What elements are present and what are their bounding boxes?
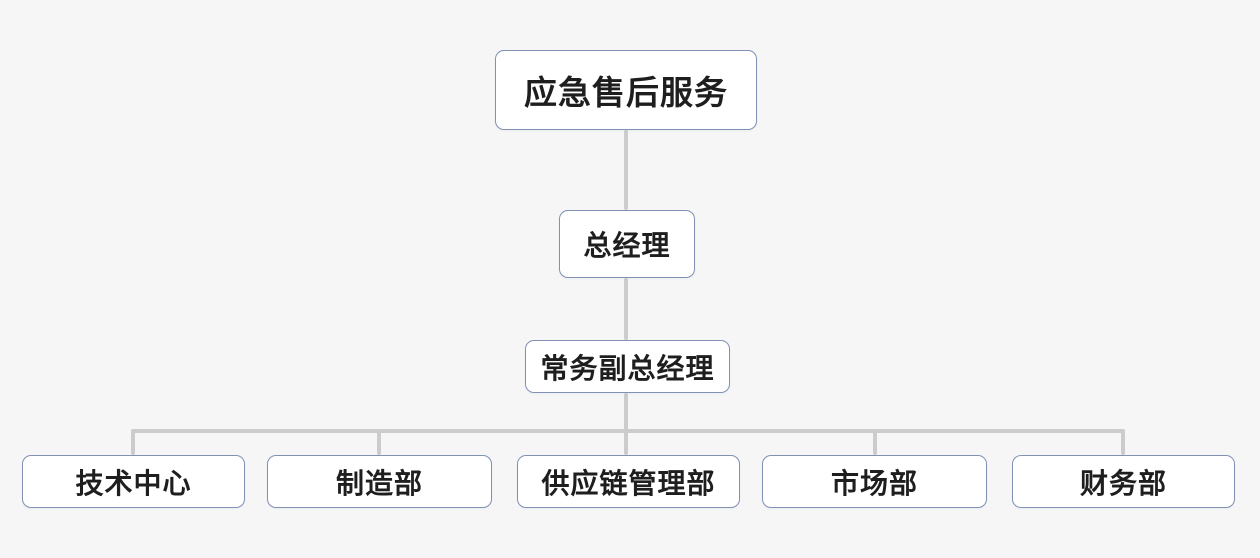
connector-stub-finance: [1121, 429, 1125, 455]
connector-stub-marketing: [873, 429, 877, 455]
connector-stub-tech-center: [131, 429, 135, 455]
connector-general-manager-to-deputy: [624, 278, 628, 340]
node-label: 总经理: [583, 230, 671, 261]
node-supply-chain-management-dept: 供应链管理部: [517, 455, 740, 508]
node-label: 市场部: [830, 467, 918, 499]
node-emergency-after-sales-service: 应急售后服务: [495, 50, 757, 130]
node-label: 制造部: [335, 467, 423, 499]
node-label: 技术中心: [75, 467, 192, 499]
connector-horizontal-bus: [131, 429, 1125, 433]
node-tech-center: 技术中心: [22, 455, 245, 508]
node-manufacturing-dept: 制造部: [267, 455, 492, 508]
node-label: 财务部: [1079, 467, 1167, 499]
node-general-manager: 总经理: [559, 210, 695, 278]
node-label: 应急售后服务: [524, 74, 728, 111]
node-label: 常务副总经理: [540, 352, 715, 384]
node-finance-dept: 财务部: [1012, 455, 1235, 508]
node-label: 供应链管理部: [541, 467, 716, 499]
node-executive-deputy-general-manager: 常务副总经理: [525, 340, 730, 393]
connector-stub-manufacturing: [377, 429, 381, 455]
connector-deputy-to-bus: [624, 393, 628, 455]
node-marketing-dept: 市场部: [762, 455, 987, 508]
connector-root-to-general-manager: [624, 130, 628, 210]
